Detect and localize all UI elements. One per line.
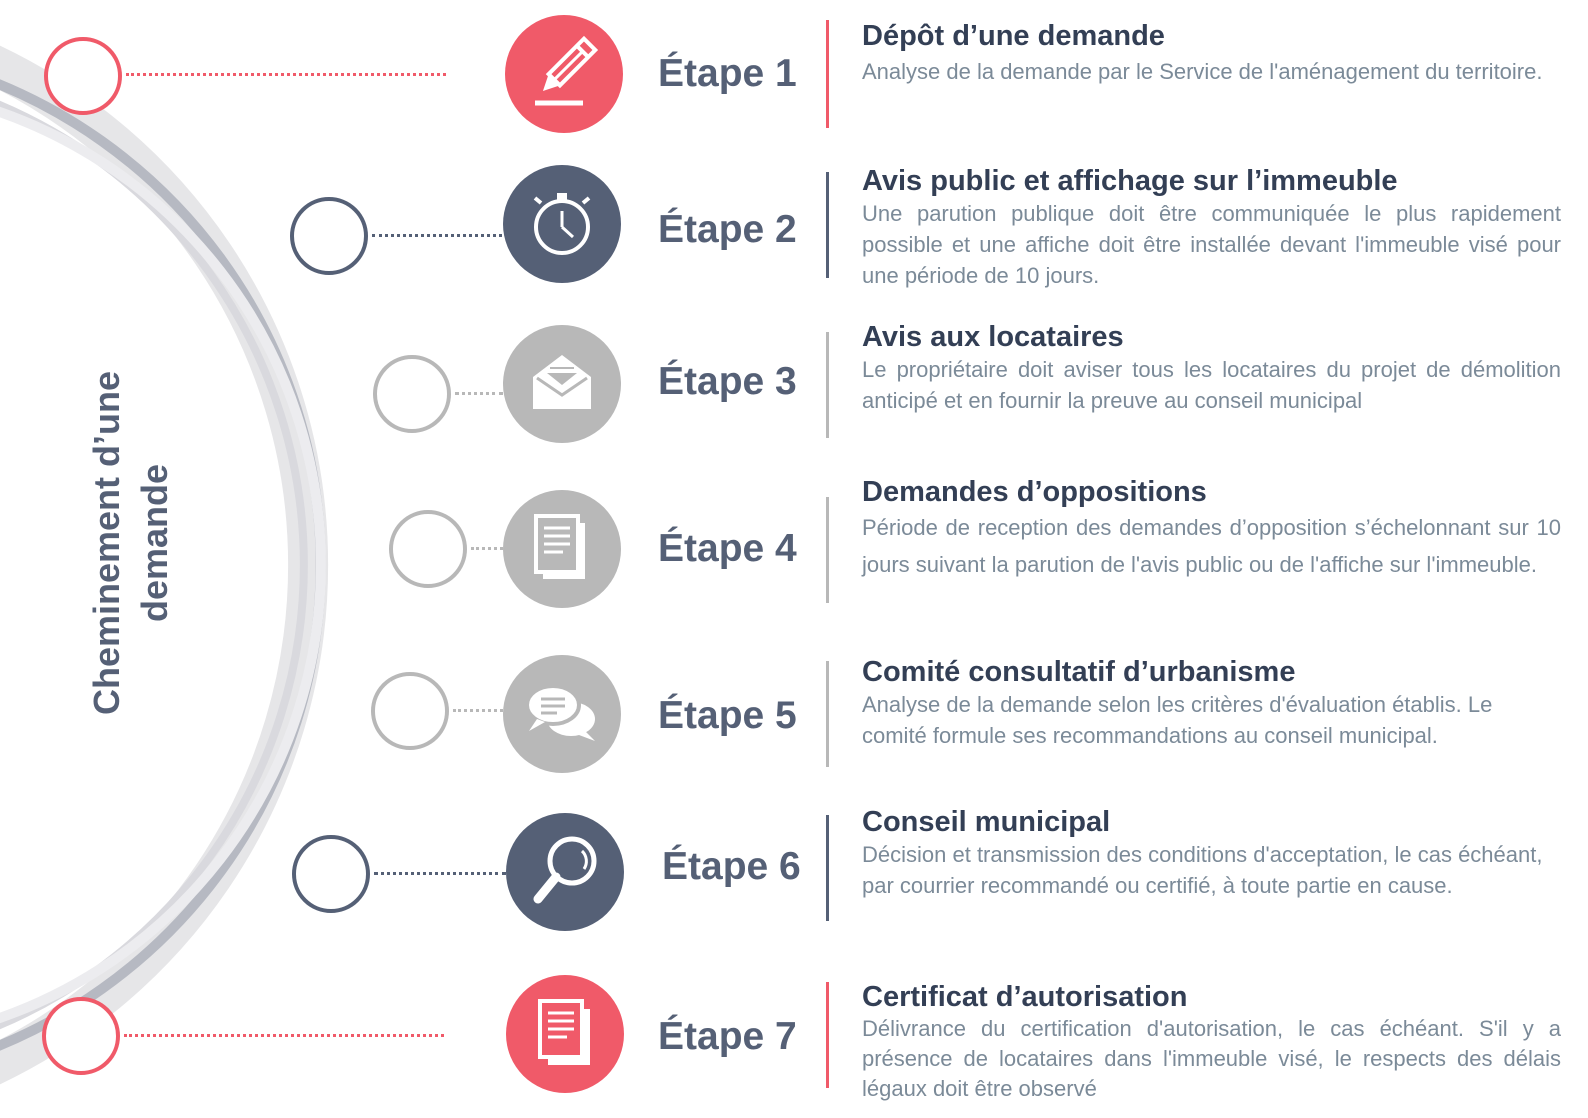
timeline-node-6 — [292, 835, 370, 913]
step-4-divider — [826, 497, 829, 603]
step-4-text: Demandes d’oppositions Période de recept… — [862, 475, 1561, 583]
step-7-icon-circle — [506, 975, 624, 1093]
step-6-text: Conseil municipal Décision et transmissi… — [862, 805, 1561, 901]
pencil-icon — [535, 35, 599, 106]
step-7-divider — [826, 982, 829, 1088]
step-2-label: Étape 2 — [658, 208, 797, 251]
connector-7 — [124, 1034, 444, 1037]
step-5-description: Analyse de la demande selon les critères… — [862, 692, 1493, 748]
step-7-title: Certificat d’autorisation — [862, 981, 1188, 1013]
step-7-description: Délivrance du certification d'autorisati… — [862, 1016, 1561, 1101]
step-1-text: Dépôt d’une demande Analyse de la demand… — [862, 19, 1561, 90]
chat-bubbles-icon — [525, 684, 595, 741]
step-7-label: Étape 7 — [658, 1015, 797, 1058]
side-title-line1: Cheminement d’une — [86, 370, 127, 716]
step-5-divider — [826, 661, 829, 767]
step-3-label: Étape 3 — [658, 360, 797, 403]
step-3-title: Avis aux locataires — [862, 321, 1124, 353]
step-4-title: Demandes d’oppositions — [862, 476, 1207, 508]
step-5-title: Comité consultatif d’urbanisme — [862, 656, 1296, 688]
step-1-icon-circle — [505, 15, 623, 133]
step-2-description: Une parution publique doit être communiq… — [862, 201, 1561, 288]
step-2-text: Avis public et affichage sur l’immeuble … — [862, 164, 1561, 291]
timeline-node-2 — [290, 197, 368, 275]
step-5-icon-circle — [503, 655, 621, 773]
timeline-node-3 — [373, 355, 451, 433]
connector-3 — [455, 392, 503, 395]
documents-icon — [534, 514, 585, 579]
step-2-icon-circle — [503, 165, 621, 283]
connector-2 — [372, 234, 502, 237]
connector-6 — [374, 872, 506, 875]
step-5-text: Comité consultatif d’urbanisme Analyse d… — [862, 655, 1561, 751]
step-7-text: Certificat d’autorisation Délivrance du … — [862, 980, 1561, 1104]
step-2-title: Avis public et affichage sur l’immeuble — [862, 165, 1398, 197]
step-3-divider — [826, 332, 829, 438]
step-4-label: Étape 4 — [658, 527, 797, 570]
step-6-label: Étape 6 — [662, 845, 801, 888]
connector-5 — [453, 709, 503, 712]
step-1-divider — [826, 20, 829, 128]
side-title-line2: demande — [134, 463, 175, 623]
step-6-divider — [826, 815, 829, 921]
step-6-description: Décision et transmission des conditions … — [862, 842, 1543, 898]
timeline-node-1 — [44, 37, 122, 115]
timeline-node-7 — [42, 997, 120, 1075]
timeline-node-5 — [371, 672, 449, 750]
step-6-icon-circle — [506, 813, 624, 931]
envelope-icon — [533, 355, 591, 409]
magnifier-icon — [533, 836, 597, 904]
step-3-icon-circle — [503, 325, 621, 443]
connector-4 — [471, 547, 503, 550]
step-3-description: Le propriétaire doit aviser tous les loc… — [862, 357, 1561, 413]
step-6-title: Conseil municipal — [862, 806, 1111, 838]
step-2-divider — [826, 172, 829, 278]
step-5-label: Étape 5 — [658, 694, 797, 737]
timeline-node-4 — [389, 510, 467, 588]
step-4-icon-circle — [503, 490, 621, 608]
step-1-title: Dépôt d’une demande — [862, 20, 1165, 52]
documents-icon — [538, 999, 590, 1065]
stopwatch-icon — [533, 193, 591, 255]
step-1-label: Étape 1 — [658, 52, 797, 95]
connector-1 — [126, 73, 446, 76]
step-4-description: Période de reception des demandes d’oppo… — [862, 515, 1561, 577]
step-1-description: Analyse de la demande par le Service de … — [862, 59, 1543, 84]
step-3-text: Avis aux locataires Le propriétaire doit… — [862, 320, 1561, 416]
